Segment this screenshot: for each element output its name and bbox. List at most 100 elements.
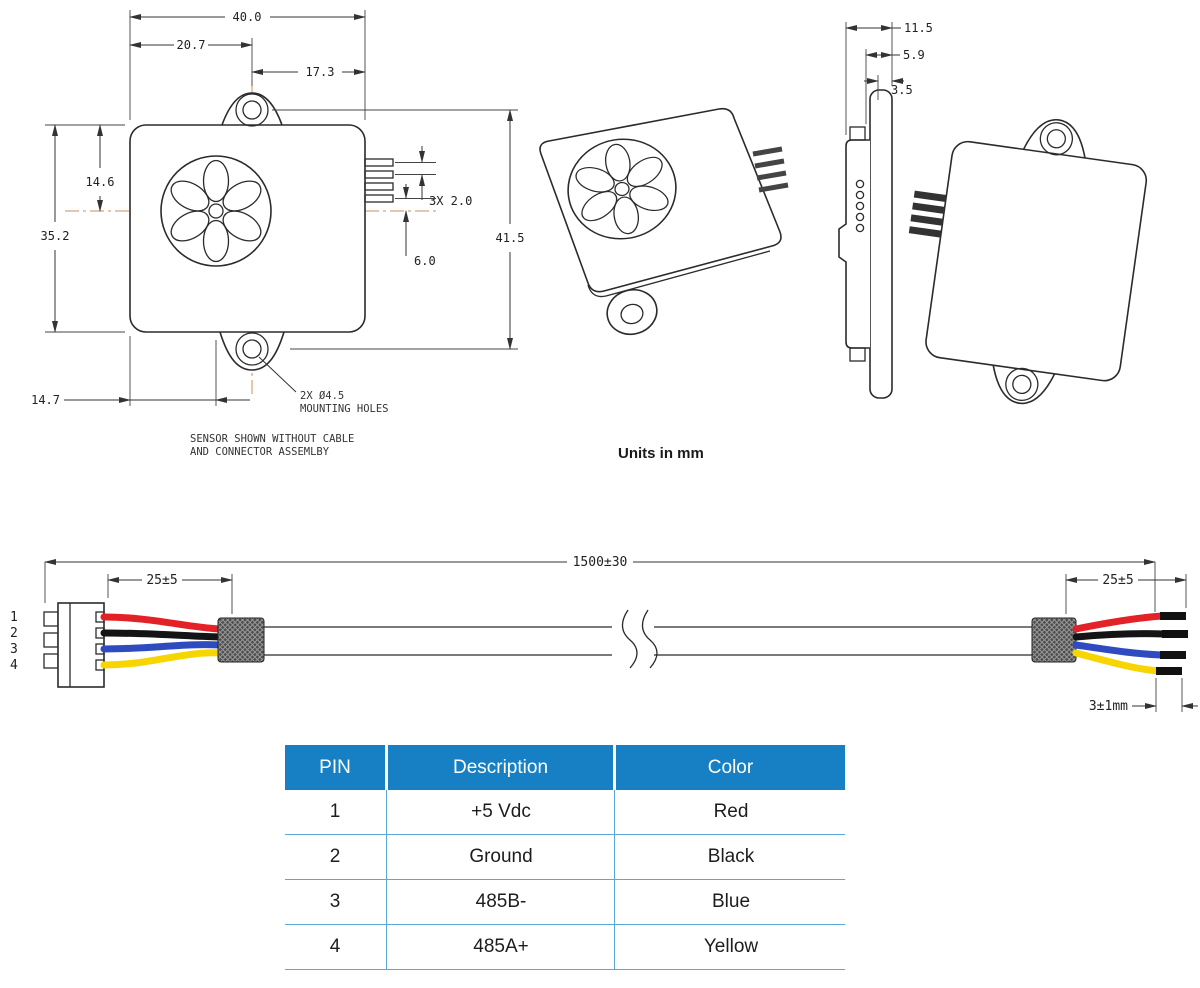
dim-width-label: 40.0 [233, 10, 262, 24]
cable-connector [43, 602, 105, 688]
tinned-tip-blue [1160, 651, 1186, 659]
cell-description: 485A+ [386, 925, 613, 969]
sensor-dimension-drawing: 40.0 20.7 17.3 14.6 35.2 [31, 10, 1148, 462]
cell-color: Black [614, 835, 845, 879]
dim-depth-inner: 3.5 [864, 75, 913, 100]
sensor-fan-port [160, 155, 272, 267]
dim-tip-length-label: 3±1mm [1089, 699, 1128, 714]
dim-depth-mid-label: 5.9 [903, 48, 925, 62]
wire-numbers: 1 2 3 4 [10, 610, 18, 673]
dim-left-strip: 25±5 [107, 573, 233, 614]
mounting-note-line2: MOUNTING HOLES [300, 403, 389, 415]
side-view: 11.5 5.9 3.5 [838, 21, 933, 399]
back-bottom-hole [1005, 367, 1039, 402]
cell-description: Ground [386, 835, 613, 879]
sensor-caption: SENSOR SHOWN WITHOUT CABLE AND CONNECTOR… [190, 433, 354, 458]
cell-pin: 3 [329, 891, 341, 912]
header-description: Description [388, 745, 613, 790]
dim-pin-x: 17.3 [251, 65, 366, 79]
dim-body-h-label: 35.2 [41, 229, 70, 243]
wire-black-right [1072, 630, 1168, 641]
side-body-profile [838, 139, 870, 349]
back-sensor-body [925, 140, 1148, 382]
dim-hole-span-label: 41.5 [496, 231, 525, 245]
wire-number-1: 1 [10, 610, 18, 625]
isometric-view [539, 107, 789, 336]
cable-body [264, 609, 1035, 669]
dim-left-strip-label: 25±5 [146, 573, 177, 588]
right-braid-sleeve [1031, 617, 1077, 663]
table-row: 4 485A+ Yellow [285, 925, 845, 970]
dim-pin-span: 6.0 [395, 184, 436, 268]
left-braid-sleeve [217, 617, 265, 663]
left-wires [100, 613, 224, 669]
side-bottom-step [849, 347, 866, 362]
top-mounting-hole [235, 93, 269, 127]
wire-number-3: 3 [10, 642, 18, 657]
side-mounting-plate [869, 89, 893, 399]
dim-pin-pitch-label: 3X 2.0 [429, 194, 472, 208]
right-wires [1072, 612, 1188, 675]
dim-pin-span-label: 6.0 [414, 254, 436, 268]
dim-width: 40.0 [129, 10, 366, 120]
iso-body-thickness-edge [587, 250, 771, 298]
dim-depth-inner-label: 3.5 [891, 83, 913, 97]
tinned-tip-red [1160, 612, 1186, 620]
header-pin: PIN [285, 745, 385, 790]
wire-yellow-right [1072, 649, 1162, 675]
mounting-note-line1: 2X Ø4.5 [300, 390, 344, 402]
tinned-tip-black [1162, 630, 1188, 638]
wire-yellow [100, 649, 224, 669]
wire-blue [100, 641, 224, 653]
side-top-step [849, 126, 866, 141]
wire-blue-right [1072, 641, 1166, 659]
dim-right-strip: 25±5 [1065, 573, 1187, 614]
tinned-tip-yellow [1156, 667, 1182, 675]
connector-pins [364, 158, 394, 203]
iso-connector-pins [752, 146, 789, 193]
dim-right-strip-label: 25±5 [1102, 573, 1133, 588]
cable-assembly-drawing: 1500±30 1 2 3 4 [10, 555, 1198, 714]
cell-description: 485B- [386, 880, 613, 924]
cell-description: +5 Vdc [386, 790, 613, 834]
iso-tab-hole [620, 303, 644, 325]
dim-hole-x-label: 20.7 [177, 38, 206, 52]
wire-number-2: 2 [10, 626, 18, 641]
back-view [908, 119, 1148, 405]
dim-cable-length: 1500±30 [44, 555, 1156, 612]
cell-pin: 2 [329, 846, 341, 867]
dim-body-h: 35.2 [41, 124, 125, 333]
dim-center-x-label: 14.7 [31, 393, 60, 407]
units-note: Units in mm [618, 445, 704, 462]
cell-color: Red [614, 790, 845, 834]
dim-hole-span: 41.5 [272, 109, 525, 350]
back-connector-pins [908, 190, 947, 238]
wire-red-right [1072, 612, 1166, 633]
cell-pin: 1 [329, 801, 341, 822]
bottom-mounting-tab [219, 331, 285, 371]
top-mounting-tab [221, 92, 283, 126]
table-row: 2 Ground Black [285, 835, 845, 880]
pinout-table-header: PIN Description Color [285, 745, 845, 790]
pinout-table: PIN Description Color 1 +5 Vdc Red 2 Gro… [285, 745, 845, 970]
cable-break-symbol [621, 609, 638, 669]
caption-line2: AND CONNECTOR ASSEMLBY [190, 446, 330, 458]
wire-number-4: 4 [10, 658, 18, 673]
table-row: 3 485B- Blue [285, 880, 845, 925]
dim-tip-length: 3±1mm [1089, 678, 1198, 714]
dim-depth-total-label: 11.5 [904, 21, 933, 35]
dim-pin-pitch: 3X 2.0 [395, 146, 472, 208]
bottom-mounting-hole [235, 332, 269, 366]
dim-depth-mid: 5.9 [865, 48, 925, 124]
dim-cable-length-label: 1500±30 [573, 555, 628, 570]
front-view: 40.0 20.7 17.3 14.6 35.2 [31, 10, 524, 458]
dim-center-x: 14.7 [31, 336, 250, 407]
wire-red [100, 613, 224, 633]
back-top-hole [1039, 122, 1074, 156]
mounting-holes-note: 2X Ø4.5 MOUNTING HOLES [258, 356, 389, 415]
cell-pin: 4 [329, 936, 341, 957]
side-contacts [855, 179, 865, 233]
dim-pin-x-label: 17.3 [306, 65, 335, 79]
cell-color: Yellow [614, 925, 845, 969]
